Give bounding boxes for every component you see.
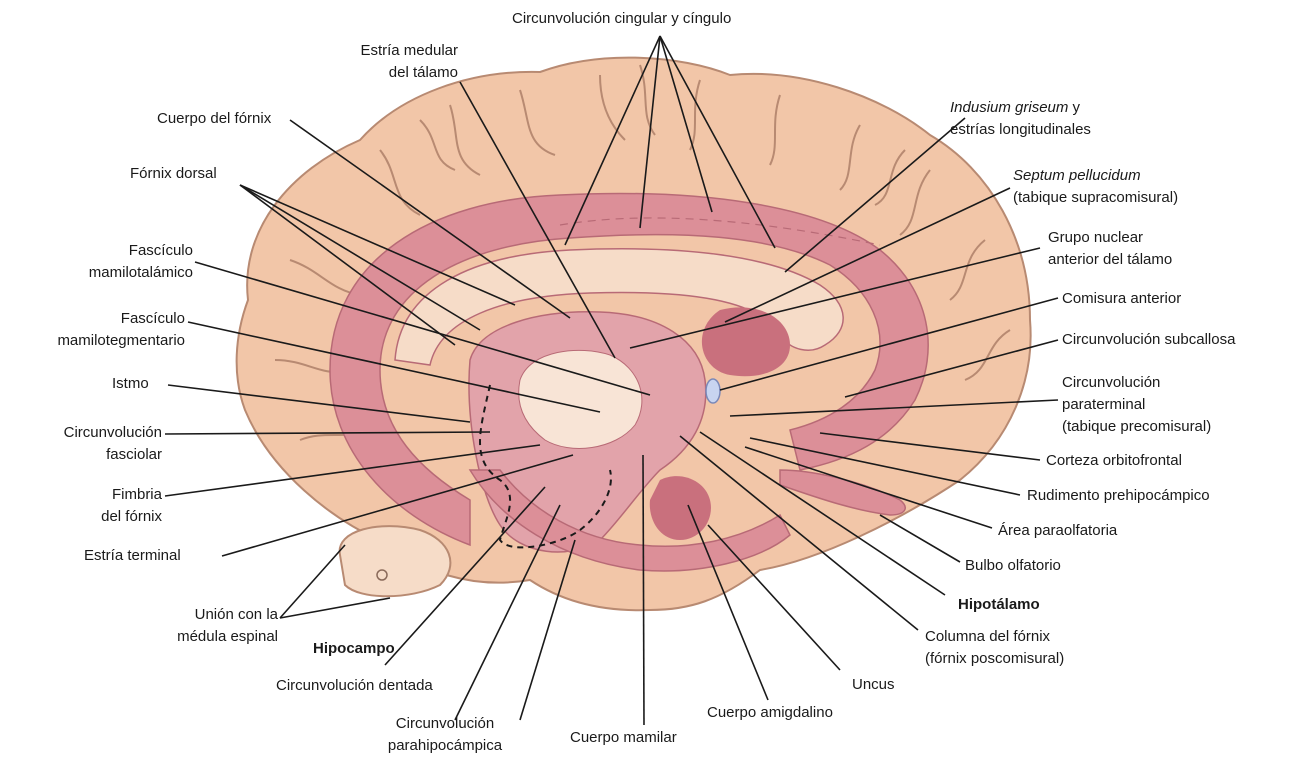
label-fasciculo-mamilotalamico: Fascículo mamilotalámico <box>10 240 193 284</box>
label-cuerpo-fornix: Cuerpo del fórnix <box>157 108 271 130</box>
label-fornix-dorsal: Fórnix dorsal <box>130 163 217 185</box>
label-subcallosa: Circunvolución subcallosa <box>1062 329 1235 351</box>
label-bulbo-olfatorio: Bulbo olfatorio <box>965 555 1061 577</box>
label-union-medula: Unión con la médula espinal <box>110 604 278 648</box>
label-septum: Septum pellucidum (tabique supracomisura… <box>1013 165 1178 209</box>
brainstem-stump <box>340 526 451 596</box>
label-indusium: Indusium griseum y estrías longitudinale… <box>950 97 1091 141</box>
label-grupo-nuclear: Grupo nuclear anterior del tálamo <box>1048 227 1172 271</box>
label-area-paraolfatoria: Área paraolfatoria <box>998 520 1117 542</box>
label-comisura-anterior: Comisura anterior <box>1062 288 1181 310</box>
label-circunvolucion-fasciolar: Circunvolución fasciolar <box>10 422 162 466</box>
label-hipotalamo: Hipotálamo <box>958 594 1040 616</box>
label-istmo: Istmo <box>112 373 149 395</box>
label-uncus: Uncus <box>852 674 895 696</box>
label-estria-terminal: Estría terminal <box>84 545 181 567</box>
label-estria-medular: Estría medular del tálamo <box>298 40 458 84</box>
label-paraterminal: Circunvolución paraterminal (tabique pre… <box>1062 372 1211 438</box>
anterior-commissure <box>706 379 720 403</box>
label-fimbria: Fimbria del fórnix <box>40 484 162 528</box>
label-cuerpo-amigdalino: Cuerpo amigdalino <box>707 702 833 724</box>
label-circunvolucion-dentada: Circunvolución dentada <box>276 675 433 697</box>
thalamus-area <box>519 350 642 448</box>
label-fasciculo-mamilotegmentario: Fascículo mamilotegmentario <box>4 308 185 352</box>
label-rudimento-prehipocampico: Rudimento prehipocámpico <box>1027 485 1210 507</box>
label-cingular: Circunvolución cingular y cíngulo <box>512 8 731 30</box>
label-hipocampo: Hipocampo <box>313 638 395 660</box>
label-corteza-orbitofrontal: Corteza orbitofrontal <box>1046 450 1182 472</box>
label-columna-fornix: Columna del fórnix (fórnix poscomisural) <box>925 626 1064 670</box>
label-parahipocampica: Circunvolución parahipocámpica <box>365 713 525 757</box>
label-cuerpo-mamilar: Cuerpo mamilar <box>570 727 677 749</box>
